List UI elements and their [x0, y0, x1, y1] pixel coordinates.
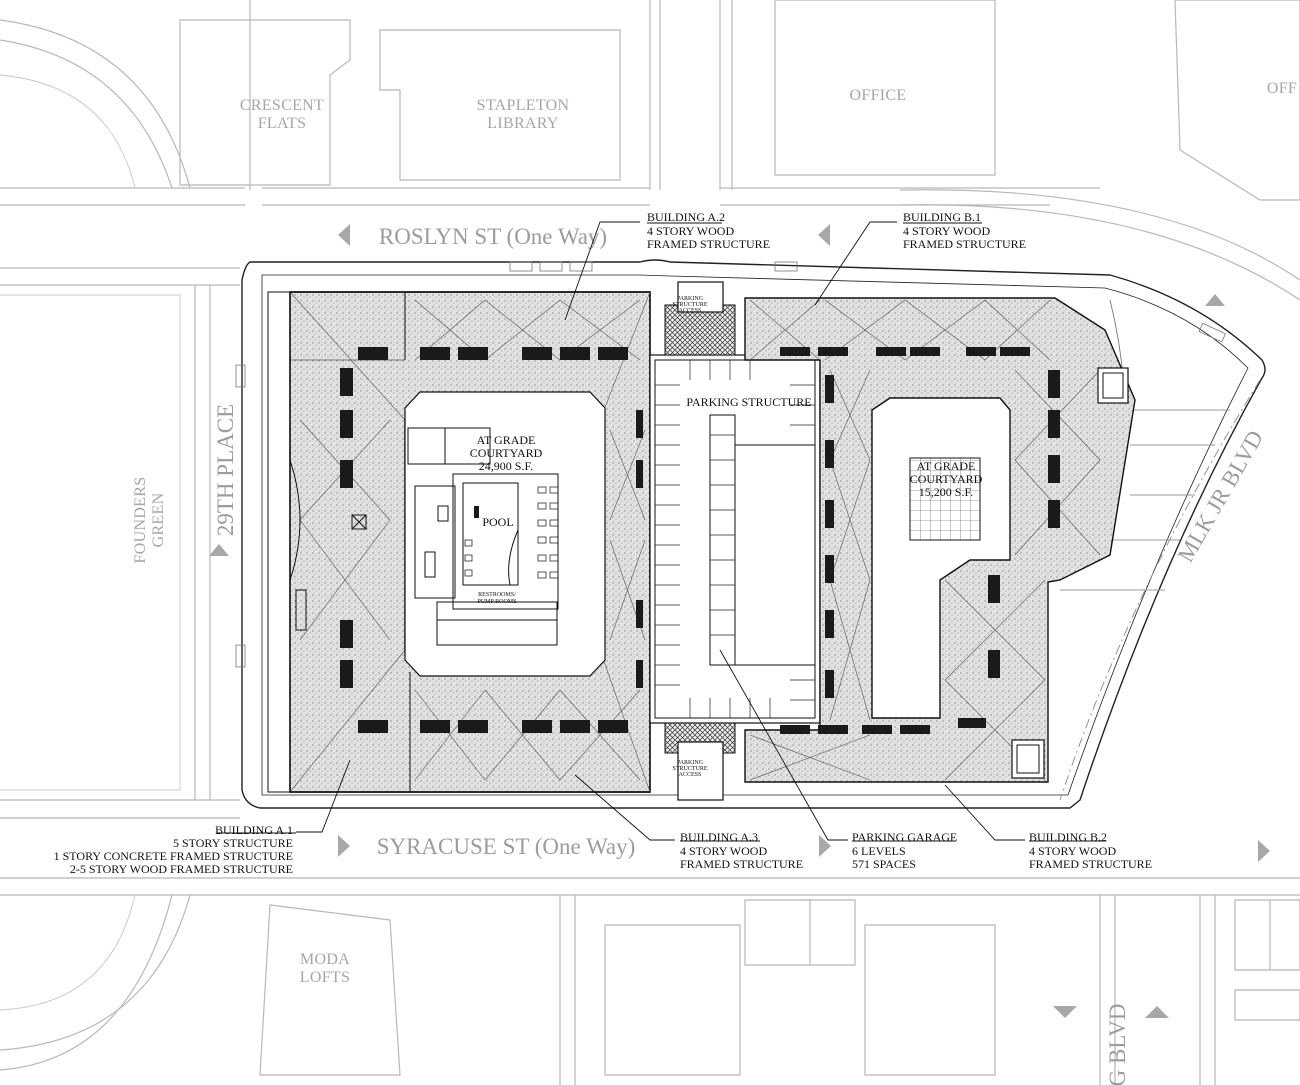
courtyard-b-line-1: AT GRADE — [917, 459, 976, 473]
founders-green-label-2: GREEN — [150, 492, 167, 547]
courtyard-b-line-2: COURTYARD — [910, 472, 983, 486]
roslyn-direction-arrow-icon — [338, 224, 350, 246]
north-access-label-3: ACCESS — [679, 308, 702, 314]
courtyard-a-line-2: COURTYARD — [470, 446, 543, 460]
courtyard-a-line-1: AT GRADE — [477, 433, 536, 447]
crescent-flats-label-2: FLATS — [258, 115, 307, 132]
mlk-blvd-label: MLK JR BLVD — [1173, 426, 1268, 566]
building-b-balconies — [780, 347, 1060, 734]
callout-a3-title: BUILDING A.3 — [680, 830, 758, 844]
callout-b1-line-2: 4 STORY WOOD — [903, 224, 990, 238]
building-b-roof — [744, 297, 1136, 783]
parking-stalls — [655, 360, 815, 718]
office-label: OFFICE — [850, 87, 907, 104]
pool-label: POOL — [482, 515, 513, 529]
callout-a1-line-3: 1 STORY CONCRETE FRAMED STRUCTURE — [54, 849, 293, 863]
callout-a2-title: BUILDING A.2 — [647, 210, 725, 224]
callout-building-b2: BUILDING B.2 4 STORY WOOD FRAMED STRUCTU… — [944, 784, 1152, 871]
north-access-label: PARKING — [677, 296, 704, 302]
roslyn-street-label: ROSLYN ST (One Way) — [379, 224, 607, 249]
mlk-direction-arrow-icon — [1205, 294, 1225, 306]
callout-garage-line-2: 6 LEVELS — [852, 844, 906, 858]
g-blvd-down-arrow-icon — [1053, 1006, 1077, 1018]
courtyard-a-area: 24,900 S.F. — [479, 459, 533, 473]
pool-furniture — [464, 486, 559, 579]
callout-parking-garage: PARKING GARAGE 6 LEVELS 571 SPACES — [719, 649, 957, 871]
callout-a1-title: BUILDING A.1 — [215, 823, 293, 837]
callout-a1-line-2: 5 STORY STRUCTURE — [173, 836, 293, 850]
south-access-label: PARKING — [677, 760, 704, 766]
callout-building-a1: BUILDING A.1 5 STORY STRUCTURE 1 STORY C… — [54, 759, 351, 876]
callout-b2-line-3: FRAMED STRUCTURE — [1029, 857, 1152, 871]
building-a-balconies — [340, 347, 643, 733]
syracuse-street-label: SYRACUSE ST (One Way) — [377, 834, 636, 859]
g-blvd-up-arrow-icon — [1145, 1006, 1169, 1018]
street-parking — [235, 261, 1227, 668]
stapleton-library-label-2: LIBRARY — [487, 115, 559, 132]
callout-garage-title: PARKING GARAGE — [852, 830, 957, 844]
syracuse-direction-arrow-2-icon — [819, 835, 831, 857]
site-boundary-inner — [261, 274, 1249, 796]
courtyard-b-area: 15,200 S.F. — [919, 485, 973, 499]
site-boundary — [241, 259, 1266, 809]
courtyard-a — [404, 391, 606, 677]
callout-b1-title: BUILDING B.1 — [903, 210, 981, 224]
callout-a3-line-3: FRAMED STRUCTURE — [680, 857, 803, 871]
callout-b2-title: BUILDING B.2 — [1029, 830, 1107, 844]
callout-a1-line-4: 2-5 STORY WOOD FRAMED STRUCTURE — [70, 862, 293, 876]
syracuse-direction-arrow-3-icon — [1258, 840, 1270, 862]
roslyn-direction-arrow-2-icon — [818, 224, 830, 246]
north-garage-access — [664, 304, 736, 356]
callout-garage-line-3: 571 SPACES — [852, 857, 916, 871]
courtyard-b-paving — [909, 457, 981, 541]
29th-place-label: 29TH PLACE — [213, 404, 238, 536]
callout-b2-line-2: 4 STORY WOOD — [1029, 844, 1116, 858]
callout-building-b1: BUILDING B.1 4 STORY WOOD FRAMED STRUCTU… — [814, 210, 1026, 306]
moda-lofts-label-2: LOFTS — [300, 969, 350, 986]
office-cut-label: OFF — [1267, 80, 1297, 97]
callout-building-a3: BUILDING A.3 4 STORY WOOD FRAMED STRUCTU… — [574, 774, 803, 871]
parking-structure-label: PARKING STRUCTURE — [686, 395, 811, 409]
stapleton-library-label: STAPLETON — [477, 97, 570, 114]
callout-building-a2: BUILDING A.2 4 STORY WOOD FRAMED STRUCTU… — [564, 210, 770, 321]
restrooms-label: RESTROOMS/ — [478, 592, 516, 598]
moda-lofts-label: MODA — [300, 951, 350, 968]
founders-green-label: FOUNDERS — [132, 477, 149, 564]
callout-a2-line-3: FRAMED STRUCTURE — [647, 237, 770, 251]
syracuse-direction-arrow-icon — [338, 835, 350, 857]
crescent-flats-label: CRESCENT — [240, 97, 324, 114]
g-blvd-label: G BLVD — [1105, 1004, 1130, 1085]
pump-rooms-label: PUMP ROOMS — [478, 599, 517, 605]
south-access-label-3: ACCESS — [679, 772, 702, 778]
north-access-label-2: STRUCTURE — [672, 302, 707, 308]
callout-a2-line-2: 4 STORY WOOD — [647, 224, 734, 238]
south-access-label-2: STRUCTURE — [672, 766, 707, 772]
29th-direction-arrow-icon — [209, 544, 229, 556]
callout-b1-line-3: FRAMED STRUCTURE — [903, 237, 1026, 251]
callout-a3-line-2: 4 STORY WOOD — [680, 844, 767, 858]
